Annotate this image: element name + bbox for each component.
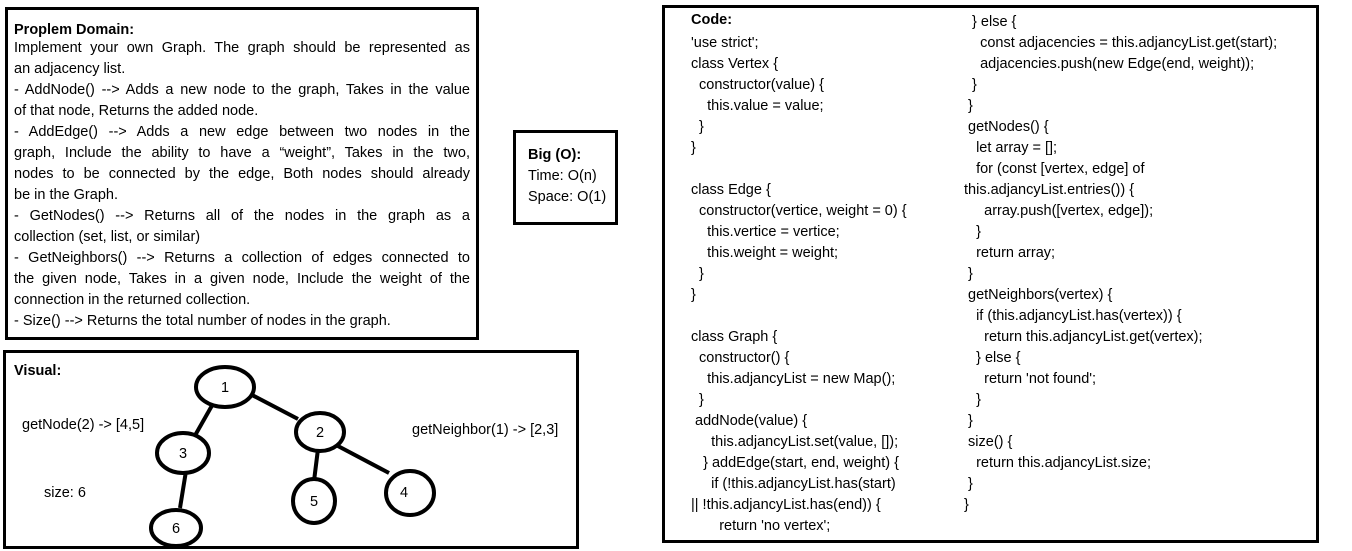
problem-line: of that node, Returns the added node. [14,103,259,119]
problem-line: nodes to be connected by the edge, Both … [14,166,470,182]
node-1-label: 1 [221,380,229,396]
code-line: 'use strict'; [691,35,759,51]
code-line: this.vertice = vertice; [691,224,840,240]
problem-line: - Size() --> Returns the total number of… [14,313,391,329]
code-line: constructor() { [691,350,790,366]
code-line: return 'no vertex'; [691,518,831,534]
code-title: Code: [691,12,733,28]
code-line: this.adjancyList = new Map(); [691,371,896,387]
problem-line: the given node, Takes in a given node, I… [14,271,470,287]
time-complexity: Time: O(n) [528,168,597,184]
code-line: } [964,77,977,93]
problem-domain-text: Implement your own Graph. The graph shou… [14,38,476,332]
code-line: } [964,497,969,513]
code-line: } [964,413,973,429]
code-line: this.value = value; [691,98,824,114]
size-example: size: 6 [44,485,86,501]
code-line: } addEdge(start, end, weight) { [691,455,899,471]
node-5 [291,477,337,525]
visual-title: Visual: [14,363,62,379]
edge-3-6 [178,470,188,509]
code-line: return this.adjancyList.size; [964,455,1151,471]
code-line: this.weight = weight; [691,245,839,261]
code-line: class Vertex { [691,56,779,72]
code-line: let array = []; [964,140,1058,156]
code-box: Code: 'use strict'; class Vertex { constr… [662,5,1319,543]
problem-line: graph, Include the ability to have a “we… [14,145,470,161]
code-line: } [691,119,704,135]
node-1 [194,365,256,409]
code-line: if (!this.adjancyList.has(start) [691,476,896,492]
code-line: constructor(vertice, weight = 0) { [691,203,907,219]
big-o-box: Big (O): Time: O(n) Space: O(1) [513,130,618,225]
space-complexity: Space: O(1) [528,189,607,205]
problem-line: - GetNeighbors() --> Returns a collectio… [14,250,470,266]
node-6 [149,508,203,546]
problem-line: - GetNodes() --> Returns all of the node… [14,208,470,224]
node-2-label: 2 [316,425,324,441]
problem-line: collection (set, list, or similar) [14,229,201,245]
code-line: for (const [vertex, edge] of [964,161,1145,177]
node-4-label: 4 [400,485,408,501]
code-line: return 'not found'; [964,371,1097,387]
problem-line: an adjacency list. [14,61,126,77]
getneighbor-example: getNeighbor(1) -> [2,3] [412,422,558,438]
node-4 [384,469,436,517]
code-line: getNeighbors(vertex) { [964,287,1113,303]
code-line: const adjacencies = this.adjancyList.get… [964,35,1278,51]
big-o-title: Big (O): [528,147,582,163]
code-line: this.adjancyList.set(value, []); [691,434,899,450]
problem-line: connection in the returned collection. [14,292,251,308]
code-line: this.adjancyList.entries()) { [964,182,1135,198]
problem-line: Implement your own Graph. The graph shou… [14,40,470,56]
code-line: array.push([vertex, edge]); [964,203,1154,219]
code-line: class Graph { [691,329,778,345]
code-line: } [691,287,696,303]
code-line: } [964,266,973,282]
visual-box: Visual: 1 2 3 4 5 6 getNode(2) -> [4,5] [3,350,579,549]
node-3-label: 3 [179,446,187,462]
code-line: || !this.adjancyList.has(end)) { [691,497,881,513]
code-line: return array; [964,245,1056,261]
code-line: } else { [964,14,1017,30]
graph-diagram: 1 2 3 4 5 6 getNode(2) -> [4,5] getNeigh… [22,365,558,546]
problem-line: - AddNode() --> Adds a new node to the g… [14,82,470,98]
code-line: } [964,392,981,408]
node-2 [294,411,346,453]
code-line: addNode(value) { [691,413,808,429]
node-5-label: 5 [310,494,318,510]
code-line: } else { [964,350,1021,366]
edge-2-4 [335,443,390,475]
code-line: constructor(value) { [691,77,824,93]
code-line: } [964,98,973,114]
code-line: return this.adjancyList.get(vertex); [964,329,1203,345]
node-6-label: 6 [172,521,180,537]
edge-2-5 [312,448,320,482]
problem-line: be in the Graph. [14,187,118,203]
code-line: } [964,476,973,492]
getnode-example: getNode(2) -> [4,5] [22,417,144,433]
problem-domain-box: Proplem Domain: Implement your own Graph… [5,7,479,340]
edge-1-2 [251,393,299,421]
code-line: } [691,140,696,156]
node-3 [155,431,211,475]
code-line: } [691,266,704,282]
edge-1-3 [191,401,216,440]
code-line: getNodes() { [964,119,1049,135]
problem-line: - AddEdge() --> Adds a new edge between … [14,124,470,140]
code-line: } [691,392,704,408]
code-line: adjacencies.push(new Edge(end, weight)); [964,56,1255,72]
code-line: class Edge { [691,182,771,198]
code-line: } [964,224,981,240]
problem-domain-title: Proplem Domain: [14,22,135,38]
code-line: size() { [964,434,1013,450]
code-line: if (this.adjancyList.has(vertex)) { [964,308,1182,324]
